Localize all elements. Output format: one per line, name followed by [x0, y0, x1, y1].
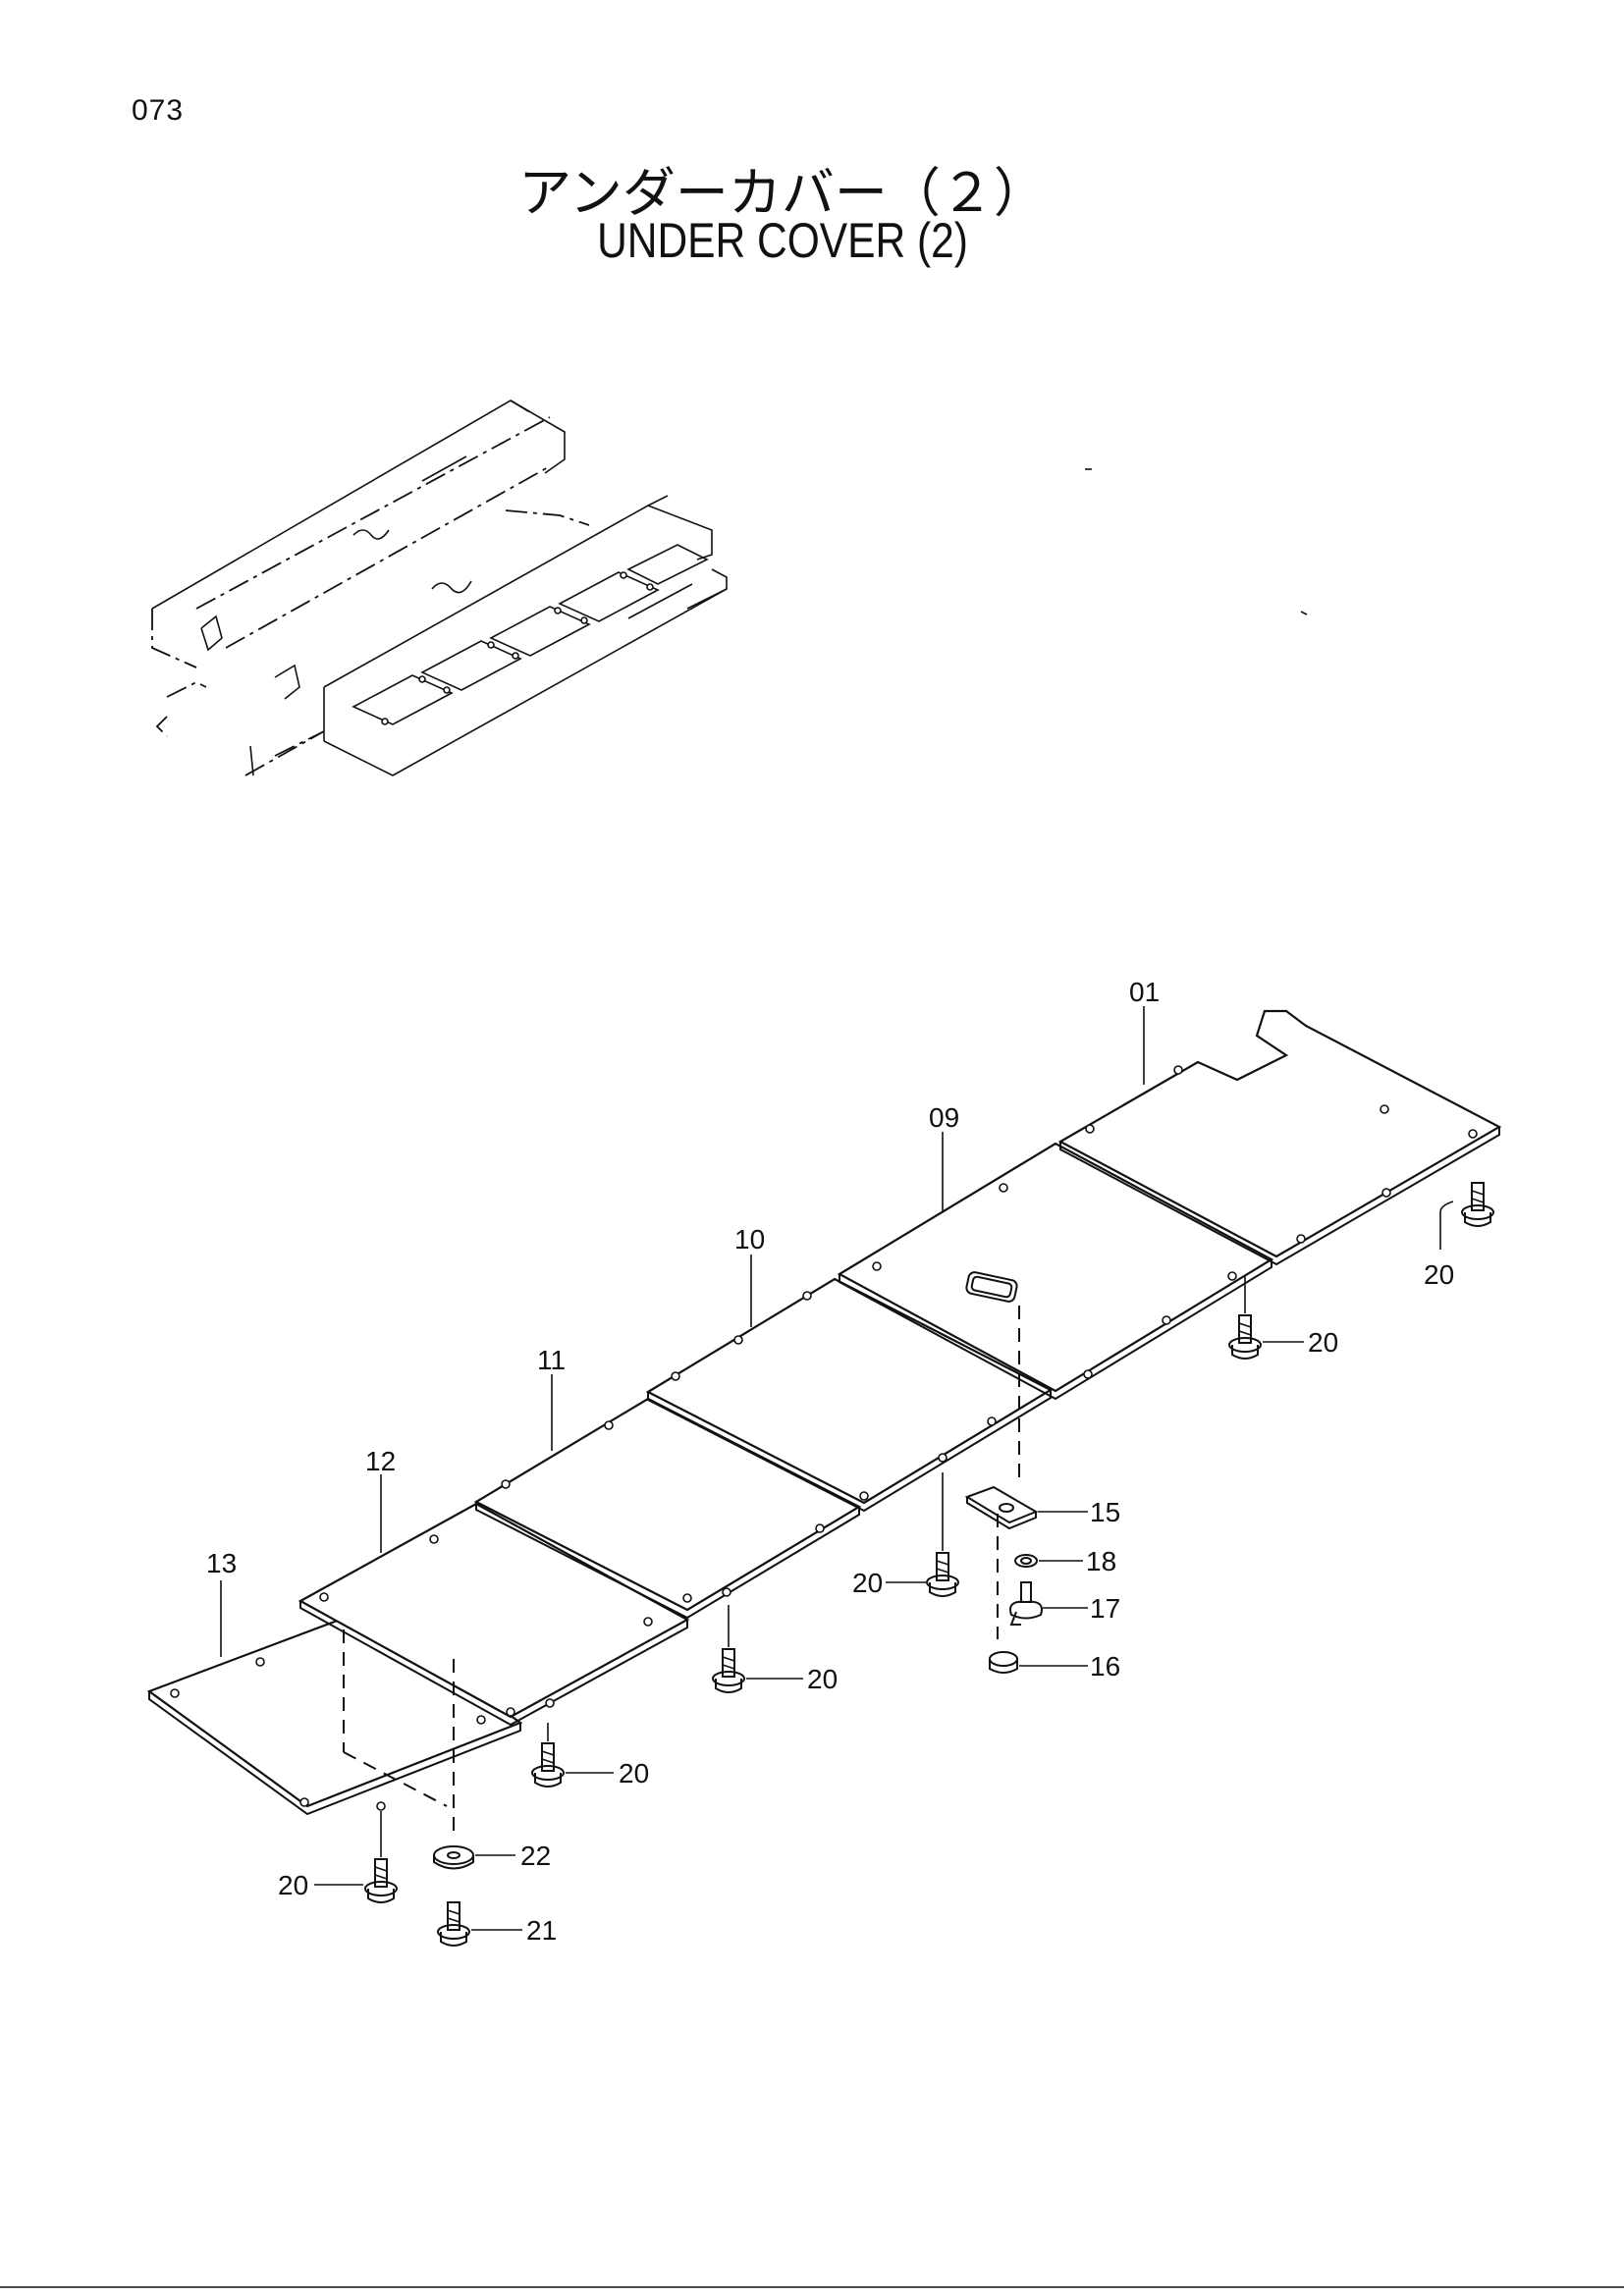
bolt-21 [437, 1901, 470, 1947]
label-21: 21 [526, 1915, 557, 1946]
label-20-e: 20 [619, 1758, 649, 1789]
label-16: 16 [1090, 1651, 1120, 1682]
label-12: 12 [365, 1446, 396, 1476]
label-20-d: 20 [807, 1664, 838, 1694]
access-hole [965, 1271, 1018, 1303]
wingbolt-17 [1009, 1581, 1043, 1626]
bolt-20-e [531, 1742, 565, 1788]
page-number: 073 [132, 94, 185, 127]
label-11: 11 [537, 1345, 566, 1375]
bolt-20-b [1228, 1314, 1262, 1360]
label-18: 18 [1086, 1546, 1116, 1576]
cover-plates [146, 1009, 1502, 1816]
label-10: 10 [734, 1224, 765, 1255]
bolt-20-a [1461, 1182, 1494, 1227]
bolt-20-d [712, 1648, 745, 1693]
title-japanese: アンダーカバー（２） [518, 162, 1047, 224]
alignment-lines [343, 1306, 1020, 1836]
label-01: 01 [1129, 977, 1160, 1007]
part-labels: 01 09 10 11 12 13 20 20 15 18 17 16 20 2… [206, 977, 1454, 1946]
title-english: UNDER COVER (2) [597, 213, 968, 268]
label-20-b: 20 [1308, 1327, 1338, 1358]
label-20-f: 20 [278, 1870, 308, 1900]
label-13: 13 [206, 1548, 237, 1578]
washer-18 [1014, 1554, 1038, 1568]
bolt-holes [170, 1065, 1478, 1811]
label-20-c: 20 [852, 1568, 883, 1598]
label-22: 22 [520, 1841, 551, 1871]
plate-01 [1057, 1009, 1502, 1258]
label-17: 17 [1090, 1593, 1120, 1624]
label-20-a: 20 [1424, 1259, 1454, 1290]
leader-lines [220, 1006, 1145, 1657]
label-15: 15 [1090, 1497, 1120, 1527]
bracket-15 [964, 1485, 1039, 1530]
fasteners [314, 1182, 1494, 1947]
washer-22 [433, 1845, 474, 1870]
nut-16 [989, 1651, 1018, 1674]
overview-sketch [151, 400, 1308, 776]
bolt-20-c [926, 1552, 959, 1597]
bolt-20-f [364, 1858, 398, 1903]
label-09: 09 [929, 1102, 959, 1133]
